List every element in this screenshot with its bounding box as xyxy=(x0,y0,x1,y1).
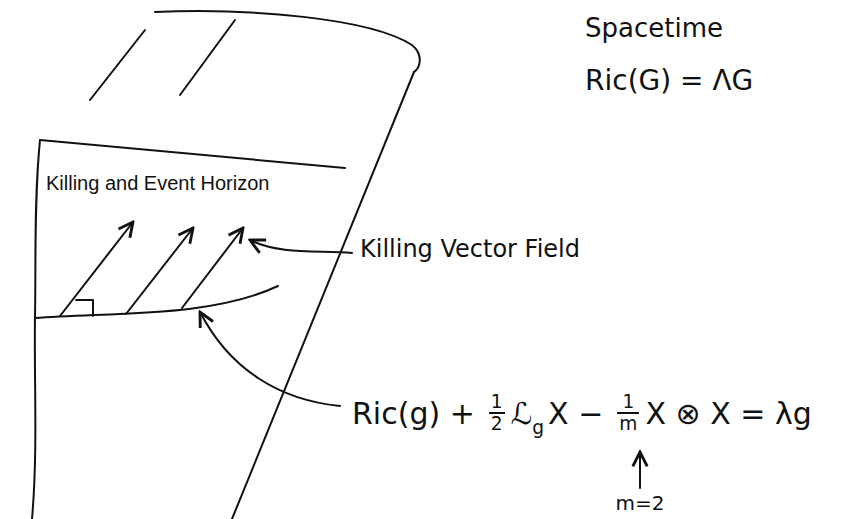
equation-term: X − xyxy=(548,397,603,430)
surface-right-edge xyxy=(232,72,414,519)
equation-term: X ⊗ X = λg xyxy=(645,396,811,431)
right-angle-mark xyxy=(76,300,93,316)
parameter-note: m=2 xyxy=(616,492,665,514)
equation-term: X ⊗ X = λg xyxy=(645,397,811,430)
denominator: 2 xyxy=(489,412,505,434)
surface-left-edge xyxy=(32,140,40,519)
heading-note: Spacetime xyxy=(585,14,723,43)
killing-arrow xyxy=(182,228,243,308)
hatch xyxy=(90,30,145,100)
equation-term: ℒg xyxy=(511,397,548,430)
leader-line xyxy=(200,312,340,406)
fraction: 12 xyxy=(489,392,505,435)
leader-line xyxy=(250,240,352,253)
region-label: Killing and Event Horizon xyxy=(46,172,269,194)
callout-label: Killing Vector Field xyxy=(360,236,580,262)
numerator: 1 xyxy=(491,392,503,412)
denominator: m xyxy=(617,412,639,434)
surface-top xyxy=(155,11,420,72)
equation-term: Ric(g) + xyxy=(352,396,475,431)
equation-term: X − xyxy=(548,396,603,431)
equation: Ric(g) +12ℒgX −1mX ⊗ X = λg xyxy=(352,392,820,435)
killing-arrow xyxy=(60,222,133,316)
equation-term: Ric(g) + xyxy=(352,397,475,430)
horizon-top-edge xyxy=(40,140,345,168)
numerator: 1 xyxy=(622,392,634,412)
lie-derivative: ℒ xyxy=(511,396,533,431)
fraction: 1m xyxy=(617,392,639,435)
hatch xyxy=(180,20,235,95)
killing-arrow xyxy=(126,228,193,314)
subscript: g xyxy=(532,417,544,438)
pointer-arrow xyxy=(639,452,641,488)
einstein-equation: Ric(G) = ΛG xyxy=(585,66,753,97)
